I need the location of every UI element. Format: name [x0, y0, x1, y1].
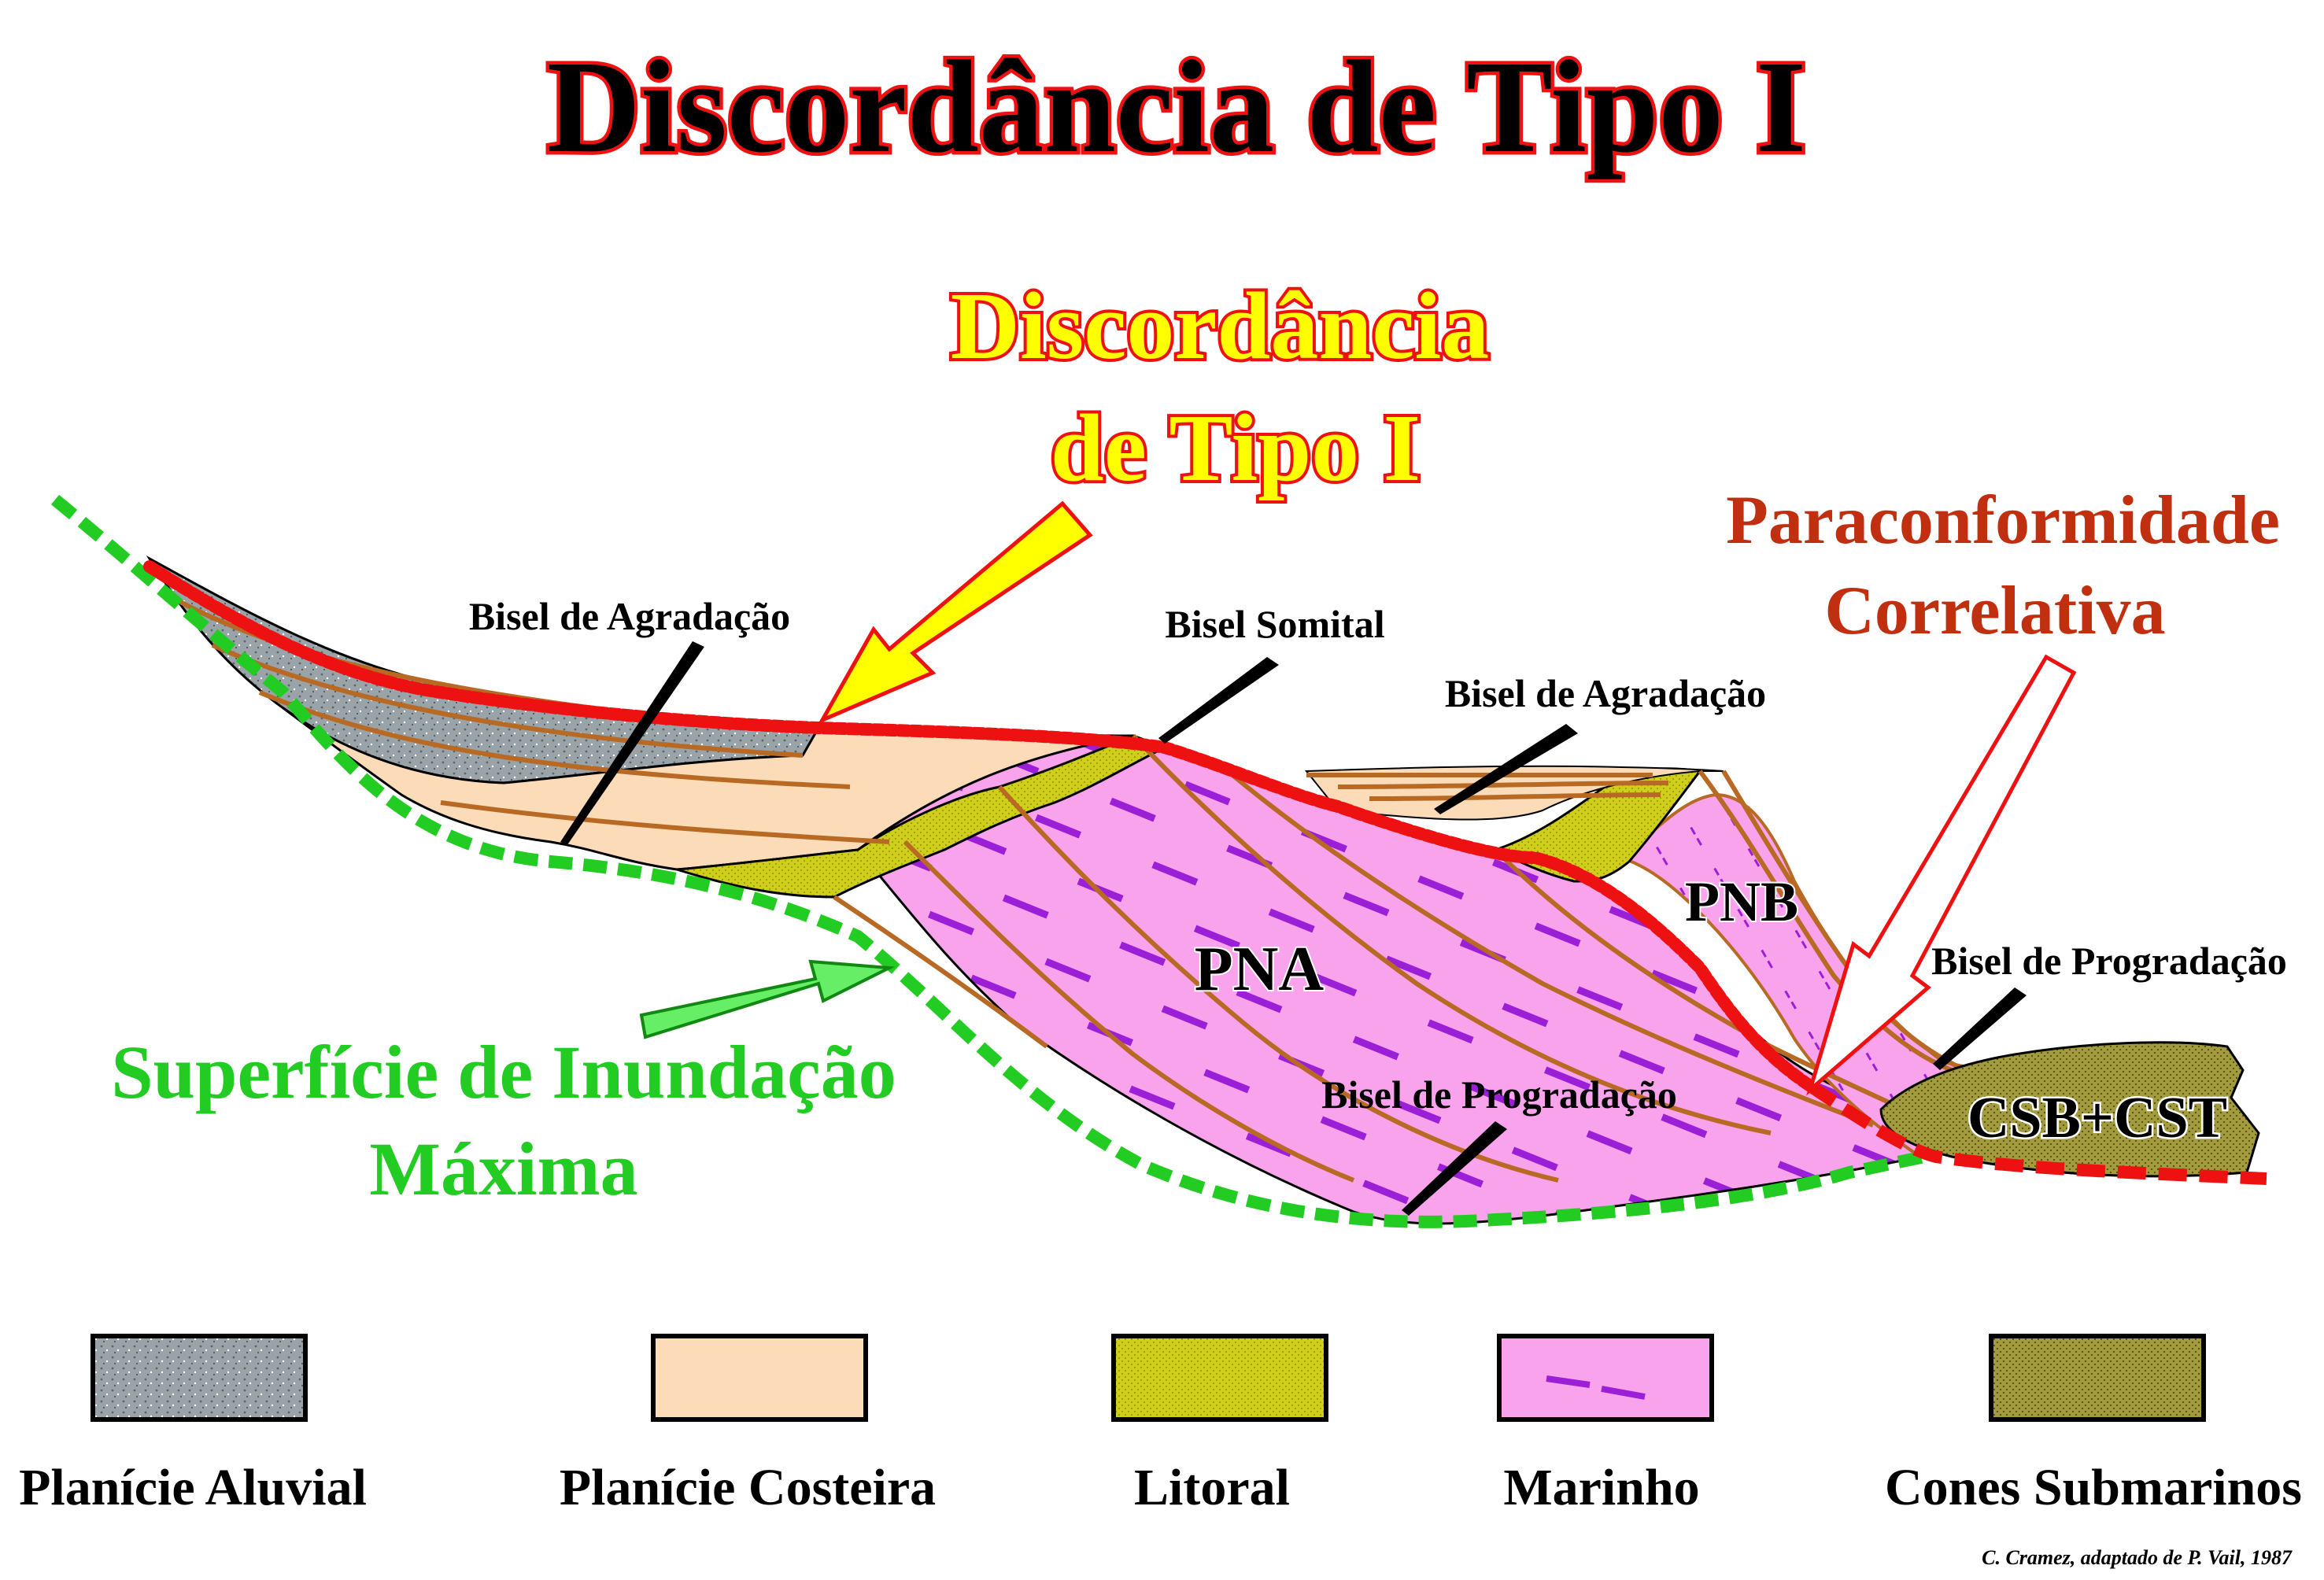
- mfs-text-line2: Máxima: [369, 1127, 637, 1211]
- legend-swatch-aluvial: [91, 1334, 308, 1422]
- legend-marinho-dash-2: [1601, 1386, 1646, 1400]
- label-bisel-agradacao-1: Bisel de Agradação: [469, 594, 790, 638]
- legend-label-aluvial: Planície Aluvial: [19, 1459, 367, 1516]
- paraconformity-text-line1: Paraconformidade: [1726, 482, 2280, 559]
- pointer-bisel-somital: [1158, 657, 1279, 744]
- callout-mfs: Superfície de Inundação Máxima: [109, 959, 898, 1213]
- legend-label-costeira: Planície Costeira: [560, 1459, 936, 1516]
- unconformity-line: [143, 560, 1816, 1092]
- mfs-arrow: [639, 959, 896, 1039]
- pointer-bisel-progradacao-2: [1402, 1121, 1507, 1216]
- title-group: Discordância de Tipo I: [544, 31, 1810, 184]
- litoral-body-1: [676, 734, 1168, 899]
- label-bisel-progradacao-2: Bisel de Progradação: [1321, 1072, 1677, 1117]
- credit-text: C. Cramez, adaptado de P. Vail, 1987: [1982, 1546, 2293, 1569]
- legend-item-marinho: Marinho: [1497, 1334, 1714, 1516]
- cross-section: [50, 494, 2267, 1228]
- label-pnb: PNB: [1685, 870, 1798, 933]
- label-bisel-agradacao-2: Bisel de Agradação: [1445, 671, 1766, 715]
- label-bisel-progradacao-1: Bisel de Progradação: [1931, 939, 2287, 983]
- label-csb-cst: CSB+CST: [1967, 1086, 2227, 1150]
- pointer-bisel-agradacao-1: [560, 641, 704, 846]
- legend-item-cones: Cones Submarinos: [1885, 1334, 2302, 1516]
- legend-item-costeira: Planície Costeira: [560, 1334, 936, 1516]
- agradacao-layers: [1304, 765, 1724, 821]
- legend-marinho-dash-1: [1546, 1375, 1591, 1388]
- coastal-plain-body: [283, 707, 1134, 871]
- feature-labels: Bisel de Agradação Bisel Somital Bisel d…: [469, 594, 2287, 1216]
- legend: Planície Aluvial Planície Costeira Litor…: [19, 1334, 2302, 1516]
- pointer-bisel-agradacao-2: [1434, 724, 1578, 814]
- legend-swatch-cones: [1989, 1334, 2206, 1422]
- page-title: Discordância de Tipo I: [547, 34, 1806, 180]
- paraconformity-arrow: [1806, 654, 2077, 1096]
- paraconformity-text-line2: Correlativa: [1824, 573, 2165, 649]
- legend-swatch-costeira: [651, 1334, 868, 1422]
- mfs-text-line1: Superfície de Inundação: [111, 1030, 896, 1114]
- pointer-bisel-progradacao-1: [1933, 988, 2027, 1070]
- cones-body: [1879, 1041, 2260, 1178]
- unconformity-arrow: [818, 500, 1093, 725]
- correlative-conformity-line: [1806, 1080, 2267, 1185]
- label-bisel-somital: Bisel Somital: [1165, 602, 1384, 646]
- unconformity-text-line1: Discordância: [951, 273, 1490, 379]
- legend-swatch-marinho: [1497, 1334, 1714, 1422]
- legend-label-marinho: Marinho: [1503, 1459, 1699, 1516]
- legend-item-aluvial: Planície Aluvial: [19, 1334, 367, 1516]
- strata-lines: [172, 596, 1985, 1183]
- legend-swatch-litoral: [1111, 1334, 1328, 1422]
- mfs-line: [50, 494, 1937, 1228]
- unconformity-text-line2: de Tipo I: [1051, 395, 1421, 501]
- label-pna: PNA: [1195, 935, 1325, 1004]
- legend-label-litoral: Litoral: [1134, 1459, 1290, 1516]
- legend-label-cones: Cones Submarinos: [1885, 1459, 2302, 1516]
- legend-item-litoral: Litoral: [1111, 1334, 1328, 1516]
- callout-paraconformity: Paraconformidade Correlativa: [1724, 481, 2282, 1096]
- callout-unconformity: Discordância de Tipo I: [818, 270, 1492, 725]
